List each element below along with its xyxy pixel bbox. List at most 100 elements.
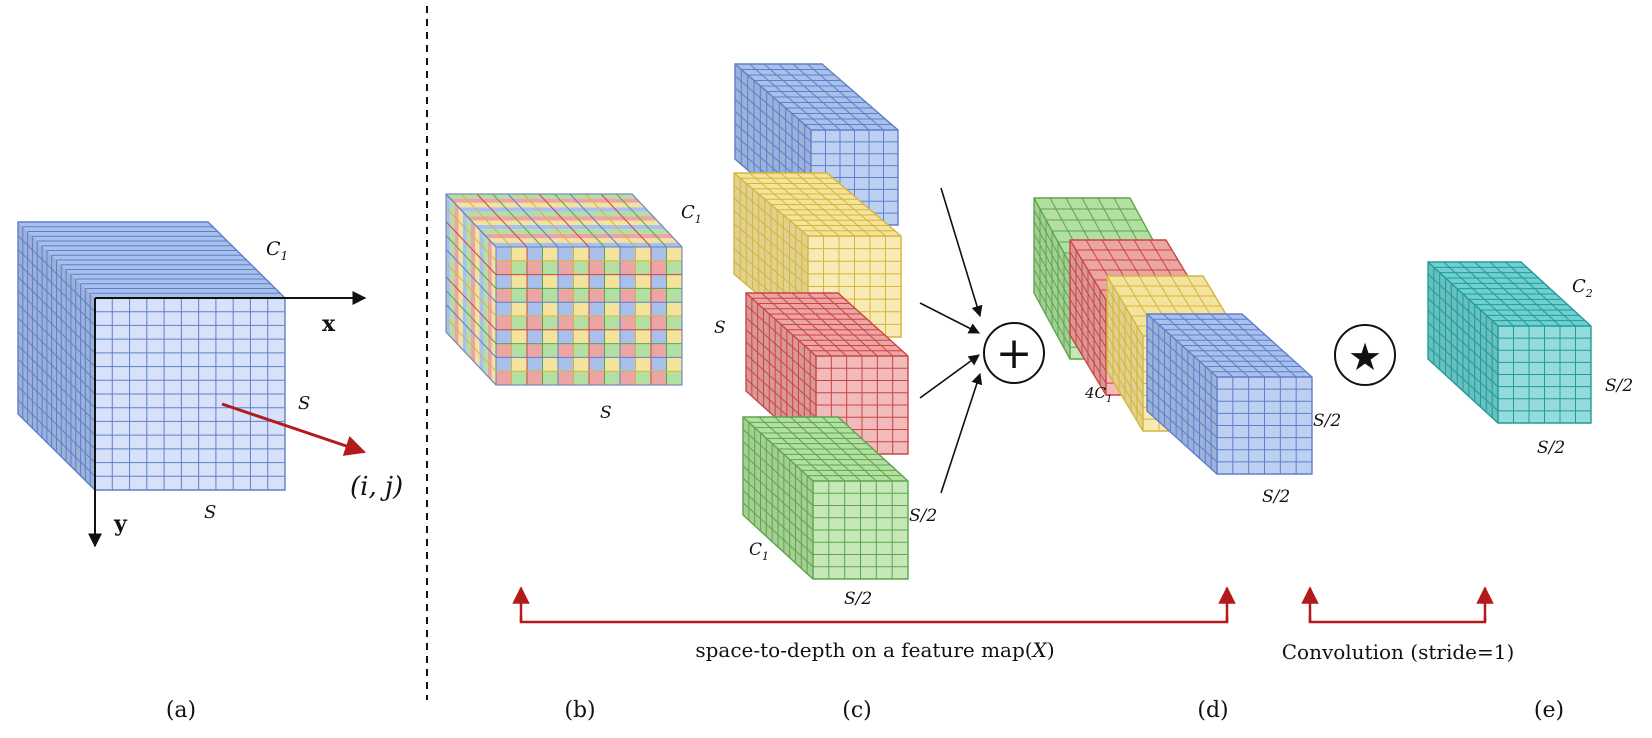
concat-arrow-3 (919, 354, 980, 399)
size-label-a-right: S (298, 393, 310, 414)
front-cell (527, 343, 543, 358)
front-cell (620, 302, 636, 317)
front-cell (542, 247, 559, 262)
front-cell (542, 316, 559, 331)
size-label-c-bottom: S/2 (844, 589, 872, 609)
front-cell (620, 357, 636, 372)
edge-line (733, 172, 809, 237)
front-cell (527, 247, 543, 262)
front-cell (573, 357, 590, 372)
front-cell (527, 288, 543, 303)
top-col-line (538, 193, 590, 248)
front-cell (666, 274, 683, 289)
front-cell (620, 316, 636, 331)
y-axis-label: y (113, 511, 128, 537)
size-label-a-bottom: S (204, 502, 216, 523)
top-col-line (461, 193, 512, 248)
front-cell (620, 274, 636, 289)
star-circle (1334, 324, 1396, 386)
concat-arrow-4 (940, 372, 983, 494)
front-cell (620, 288, 636, 303)
left-row-line (17, 262, 96, 340)
front-cell (666, 357, 683, 372)
front-cell (511, 371, 528, 386)
front-cell (666, 247, 683, 262)
caption-b: (b) (564, 698, 595, 723)
front-cell (496, 302, 512, 317)
edge-line (1033, 197, 1071, 265)
left-row-line (445, 248, 497, 303)
top-col-line (554, 193, 605, 248)
front-cell (573, 343, 590, 358)
channel-label-d: 4C1 (1084, 384, 1112, 405)
front-cell (604, 288, 621, 303)
front-cell (496, 274, 512, 289)
front-cell (666, 371, 683, 386)
caption-a: (a) (166, 698, 196, 723)
concat-arrows (919, 187, 983, 494)
front-cell (604, 329, 621, 344)
front-cell (635, 343, 652, 358)
top-col-line (616, 193, 667, 248)
front-cell (589, 343, 605, 358)
left-row-line (17, 345, 96, 422)
front-cell (511, 260, 528, 275)
left-row-line (17, 249, 96, 326)
left-row-line (17, 235, 96, 313)
point-label: (i, j) (350, 472, 403, 502)
front-cell (651, 357, 667, 372)
front-cell (558, 274, 574, 289)
front-cell (635, 371, 652, 386)
front-cell (573, 288, 590, 303)
front-cell (527, 371, 543, 386)
concat-arrow-2 (919, 302, 980, 334)
feature-map-cube-b (445, 193, 683, 386)
outline (445, 193, 683, 386)
front-cell (496, 247, 512, 262)
edge-line (745, 292, 817, 357)
caption-d: (d) (1197, 698, 1228, 723)
captions: (a) (b) (c) (d) (e) (166, 698, 1564, 723)
sub-map-green (742, 416, 909, 580)
front-cell (589, 316, 605, 331)
front-cell (635, 357, 652, 372)
front-cell (511, 316, 528, 331)
top-col-line (476, 193, 528, 248)
front-cell (511, 288, 528, 303)
point-arrow (221, 402, 366, 456)
front-cell (558, 371, 574, 386)
left-row-line (445, 290, 497, 344)
front-cell (635, 302, 652, 317)
left-row-line (445, 262, 497, 317)
x-axis-label: x (322, 311, 336, 337)
channel-label-c: C1 (749, 540, 769, 563)
front-cell (651, 343, 667, 358)
front-cell (589, 329, 605, 344)
size-label-e-right: S/2 (1605, 376, 1633, 396)
front-cell (558, 260, 574, 275)
front-cell (573, 316, 590, 331)
front-cell (527, 260, 543, 275)
front-cell (527, 316, 543, 331)
channel-label-b: C1 (681, 202, 702, 226)
front-cell (651, 247, 667, 262)
front-cell (604, 302, 621, 317)
front-cell (558, 357, 574, 372)
front-cell (573, 274, 590, 289)
front-cell (651, 260, 667, 275)
front-cell (635, 329, 652, 344)
front-cell (604, 274, 621, 289)
left-row-line (445, 276, 497, 331)
front-cell (511, 329, 528, 344)
panel-a: x y C1 S S (i, j) (17, 221, 403, 548)
top-col-line (507, 193, 559, 248)
front-cell (604, 260, 621, 275)
front-cell (666, 343, 683, 358)
size-label-c-right: S/2 (909, 506, 937, 526)
front-cell (542, 371, 559, 386)
edge-line (1106, 275, 1144, 337)
feature-map-cube-a (17, 221, 286, 491)
left-row-line (445, 304, 497, 358)
front-cell (620, 247, 636, 262)
